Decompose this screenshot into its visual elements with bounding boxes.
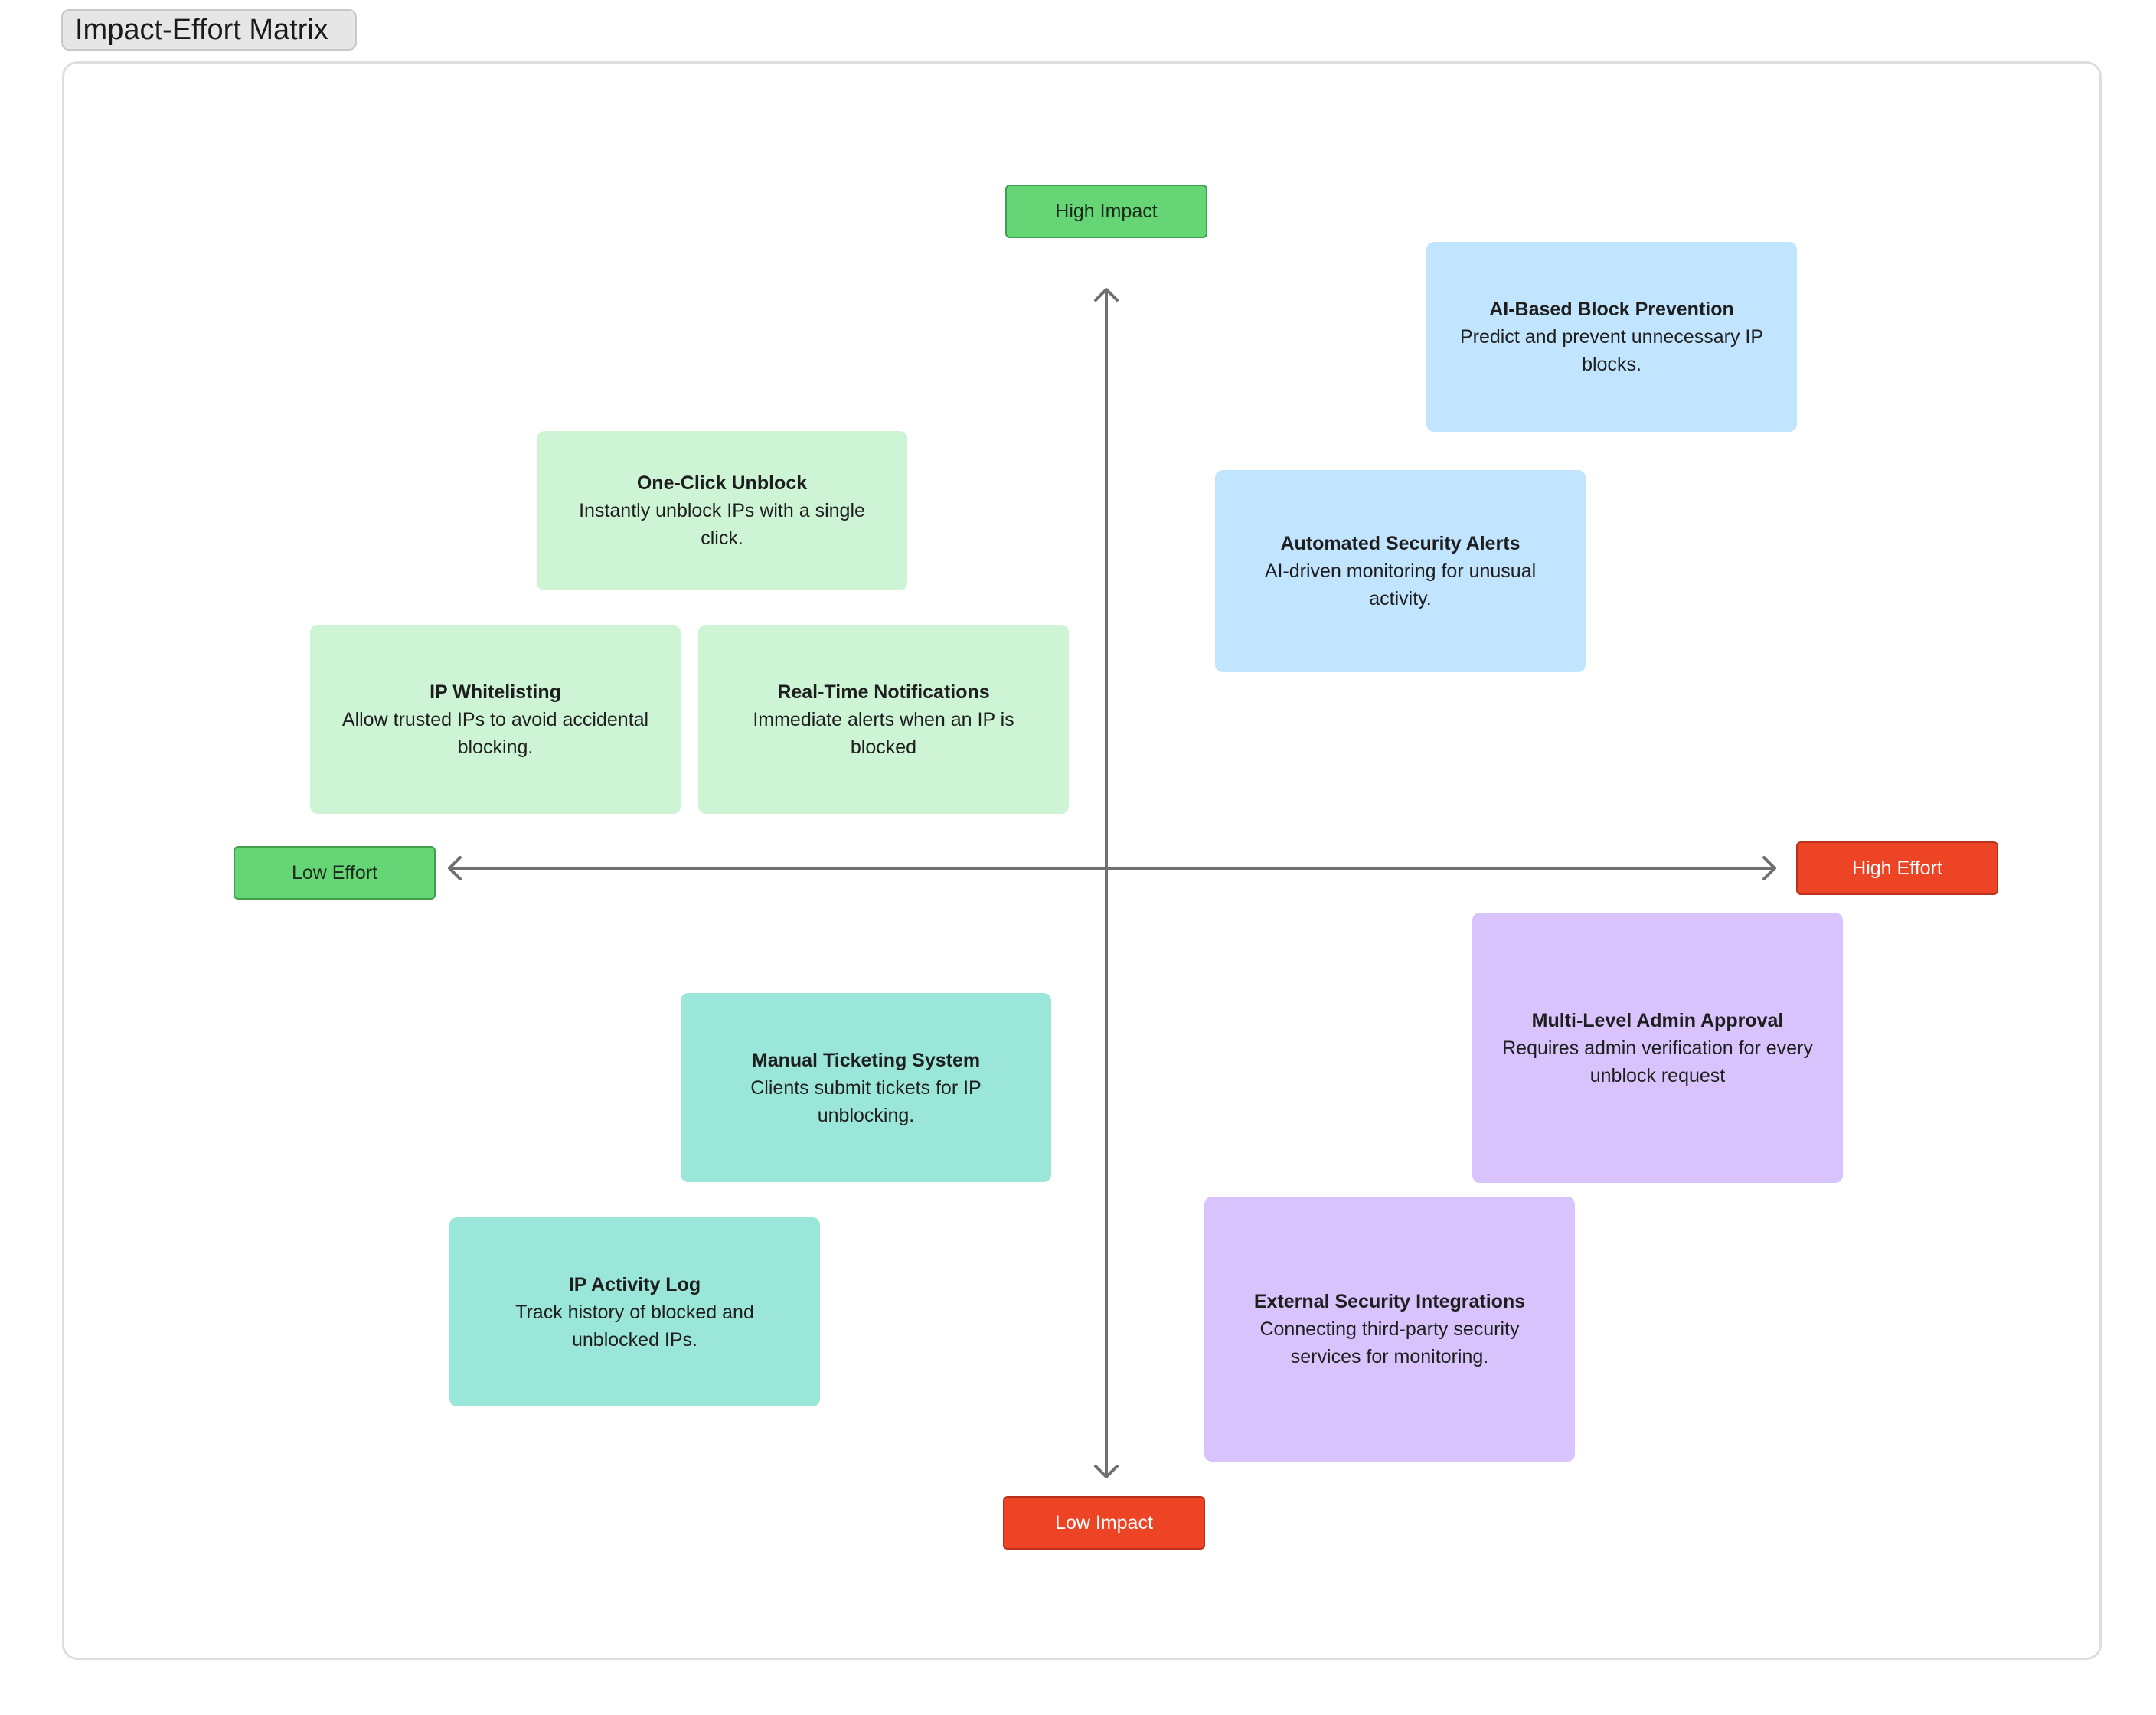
card-description: Instantly unblock IPs with a single clic… <box>579 500 865 549</box>
card-manual-ticketing-system[interactable]: Manual Ticketing System Clients submit t… <box>681 993 1051 1182</box>
card-title: Manual Ticketing System <box>751 1049 981 1071</box>
card-automated-security-alerts[interactable]: Automated Security Alerts AI-driven moni… <box>1215 470 1586 672</box>
card-ai-based-block-prevention[interactable]: AI-Based Block Prevention Predict and pr… <box>1426 242 1797 432</box>
card-title: Real-Time Notifications <box>777 681 990 703</box>
card-title: Automated Security Alerts <box>1280 533 1521 554</box>
low-impact-label[interactable]: Low Impact <box>1003 1496 1205 1550</box>
card-real-time-notifications[interactable]: Real-Time Notifications Immediate alerts… <box>698 625 1069 814</box>
card-title: IP Activity Log <box>568 1273 701 1295</box>
card-description: Track history of blocked and unblocked I… <box>515 1301 754 1351</box>
vertical-axis-bottom-arrowhead <box>1094 1465 1119 1478</box>
card-title: AI-Based Block Prevention <box>1489 299 1734 320</box>
card-one-click-unblock[interactable]: One-Click Unblock Instantly unblock IPs … <box>537 431 907 590</box>
card-ip-whitelisting[interactable]: IP Whitelisting Allow trusted IPs to avo… <box>310 625 681 814</box>
card-description: Requires admin verification for every un… <box>1502 1037 1813 1086</box>
card-multi-level-admin-approval[interactable]: Multi-Level Admin Approval Requires admi… <box>1472 913 1843 1183</box>
card-title: IP Whitelisting <box>430 681 561 703</box>
card-description: AI-driven monitoring for unusual activit… <box>1264 560 1537 609</box>
frame-title[interactable]: Impact-Effort Matrix <box>61 9 357 51</box>
card-description: Predict and prevent unnecessary IP block… <box>1459 326 1764 375</box>
card-description: Allow trusted IPs to avoid accidental bl… <box>341 708 649 758</box>
horizontal-axis-right-arrowhead <box>1762 856 1776 880</box>
card-title: One-Click Unblock <box>636 472 808 494</box>
high-impact-label[interactable]: High Impact <box>1005 185 1207 238</box>
horizontal-axis-left-arrowhead <box>448 856 462 880</box>
card-description: Connecting third-party security services… <box>1259 1318 1520 1367</box>
card-title: Multi-Level Admin Approval <box>1531 1009 1784 1031</box>
card-description: Clients submit tickets for IP unblocking… <box>750 1076 982 1126</box>
card-description: Immediate alerts when an IP is blocked <box>753 708 1014 758</box>
card-ip-activity-log[interactable]: IP Activity Log Track history of blocked… <box>449 1217 820 1406</box>
low-effort-label[interactable]: Low Effort <box>234 846 436 900</box>
vertical-axis-top-arrowhead <box>1094 288 1119 302</box>
card-external-security-integrations[interactable]: External Security Integrations Connectin… <box>1204 1197 1575 1462</box>
card-title: External Security Integrations <box>1253 1291 1526 1312</box>
high-effort-label[interactable]: High Effort <box>1796 841 1998 895</box>
